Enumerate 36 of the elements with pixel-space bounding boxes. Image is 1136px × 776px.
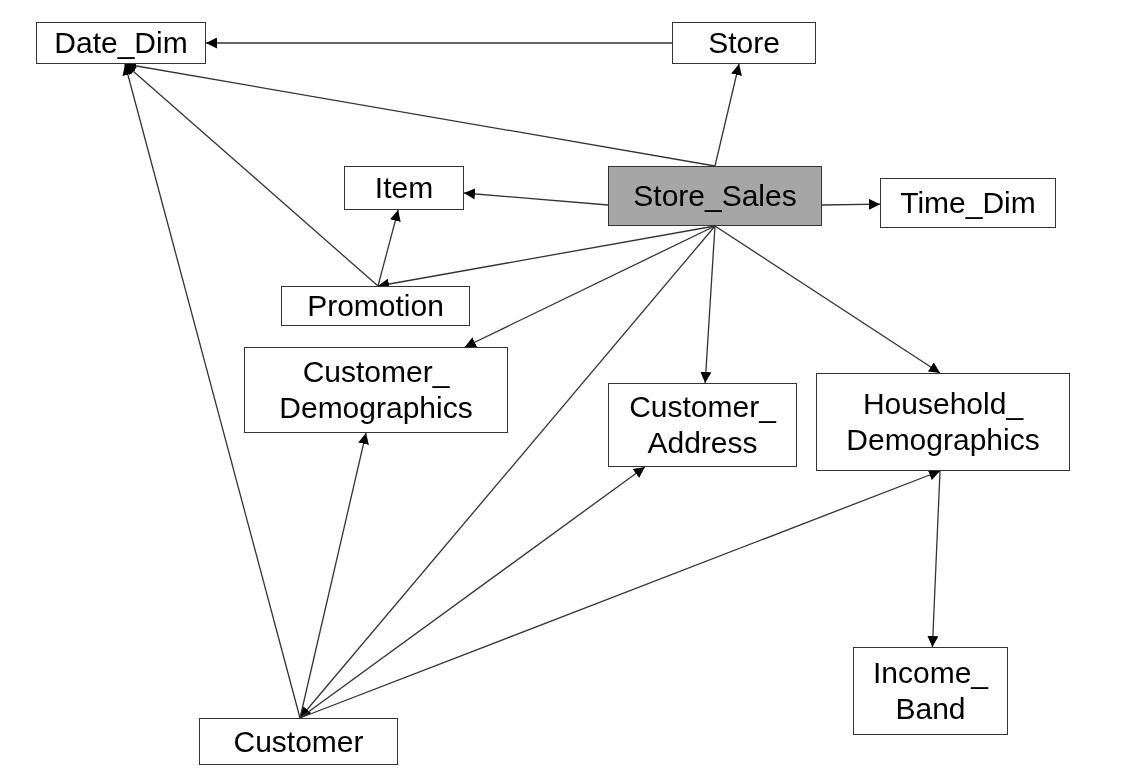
arrow	[463, 188, 609, 206]
dimension-table-box	[36, 22, 206, 64]
arrow	[821, 198, 881, 210]
arrow	[122, 63, 301, 719]
dimension-table-box	[244, 347, 508, 433]
table-name: Customer_ Demographics	[278, 354, 474, 426]
table-name: Date_Dim	[54, 25, 188, 61]
table-name: Promotion	[307, 288, 444, 324]
dimension-table-box	[344, 166, 464, 210]
dimension-table-box	[880, 178, 1056, 228]
arrow	[700, 225, 716, 384]
arrow	[299, 225, 716, 719]
table-name: Household_ Demographics	[845, 386, 1041, 458]
arrow	[299, 432, 369, 719]
fact-table-box	[608, 166, 822, 226]
dimension-table-box	[853, 647, 1008, 735]
table-name: Store	[708, 25, 780, 61]
dimension-table-box	[608, 383, 797, 467]
arrow	[124, 63, 379, 287]
arrow	[299, 466, 646, 719]
arrow	[377, 209, 401, 287]
arrow	[714, 225, 941, 374]
arrow	[464, 225, 716, 348]
dimension-table-box	[672, 22, 816, 64]
table-name: Income_ Band	[871, 655, 990, 727]
table-name: Customer_ Address	[628, 389, 778, 461]
table-name: Customer	[233, 723, 364, 760]
arrow	[205, 37, 673, 49]
arrow	[927, 470, 941, 648]
dimension-table-box	[281, 286, 470, 326]
dimension-table-box	[199, 718, 398, 765]
arrow	[714, 63, 742, 167]
table-name: Store_Sales	[633, 178, 797, 214]
dimension-table-box	[816, 373, 1070, 471]
table-name: Item	[374, 170, 434, 206]
table-name: Time_Dim	[900, 185, 1036, 221]
